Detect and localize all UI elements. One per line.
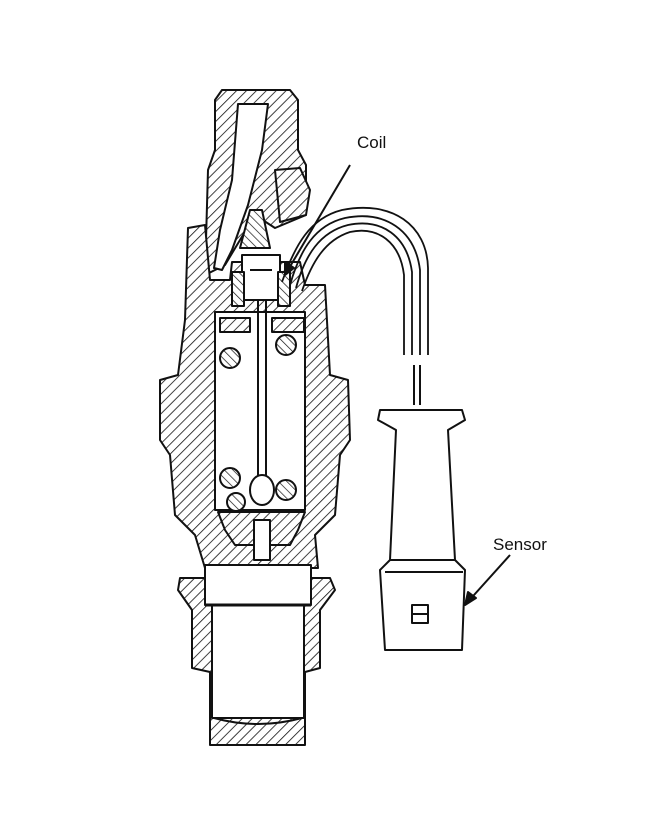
armature	[241, 254, 281, 301]
sensor-label: Sensor	[493, 535, 547, 554]
sensor-plug	[377, 409, 466, 651]
nozzle-insert	[211, 597, 305, 719]
sensor-arrow	[464, 591, 477, 606]
coil-label: Coil	[357, 133, 386, 152]
side-fitting	[274, 167, 311, 223]
wiring-harness	[281, 206, 429, 355]
fuel-channel	[213, 103, 269, 271]
plunger-head	[239, 209, 271, 249]
coil-arrow	[284, 261, 295, 276]
coil-winding-left	[231, 271, 245, 307]
coil-leader	[284, 164, 351, 276]
